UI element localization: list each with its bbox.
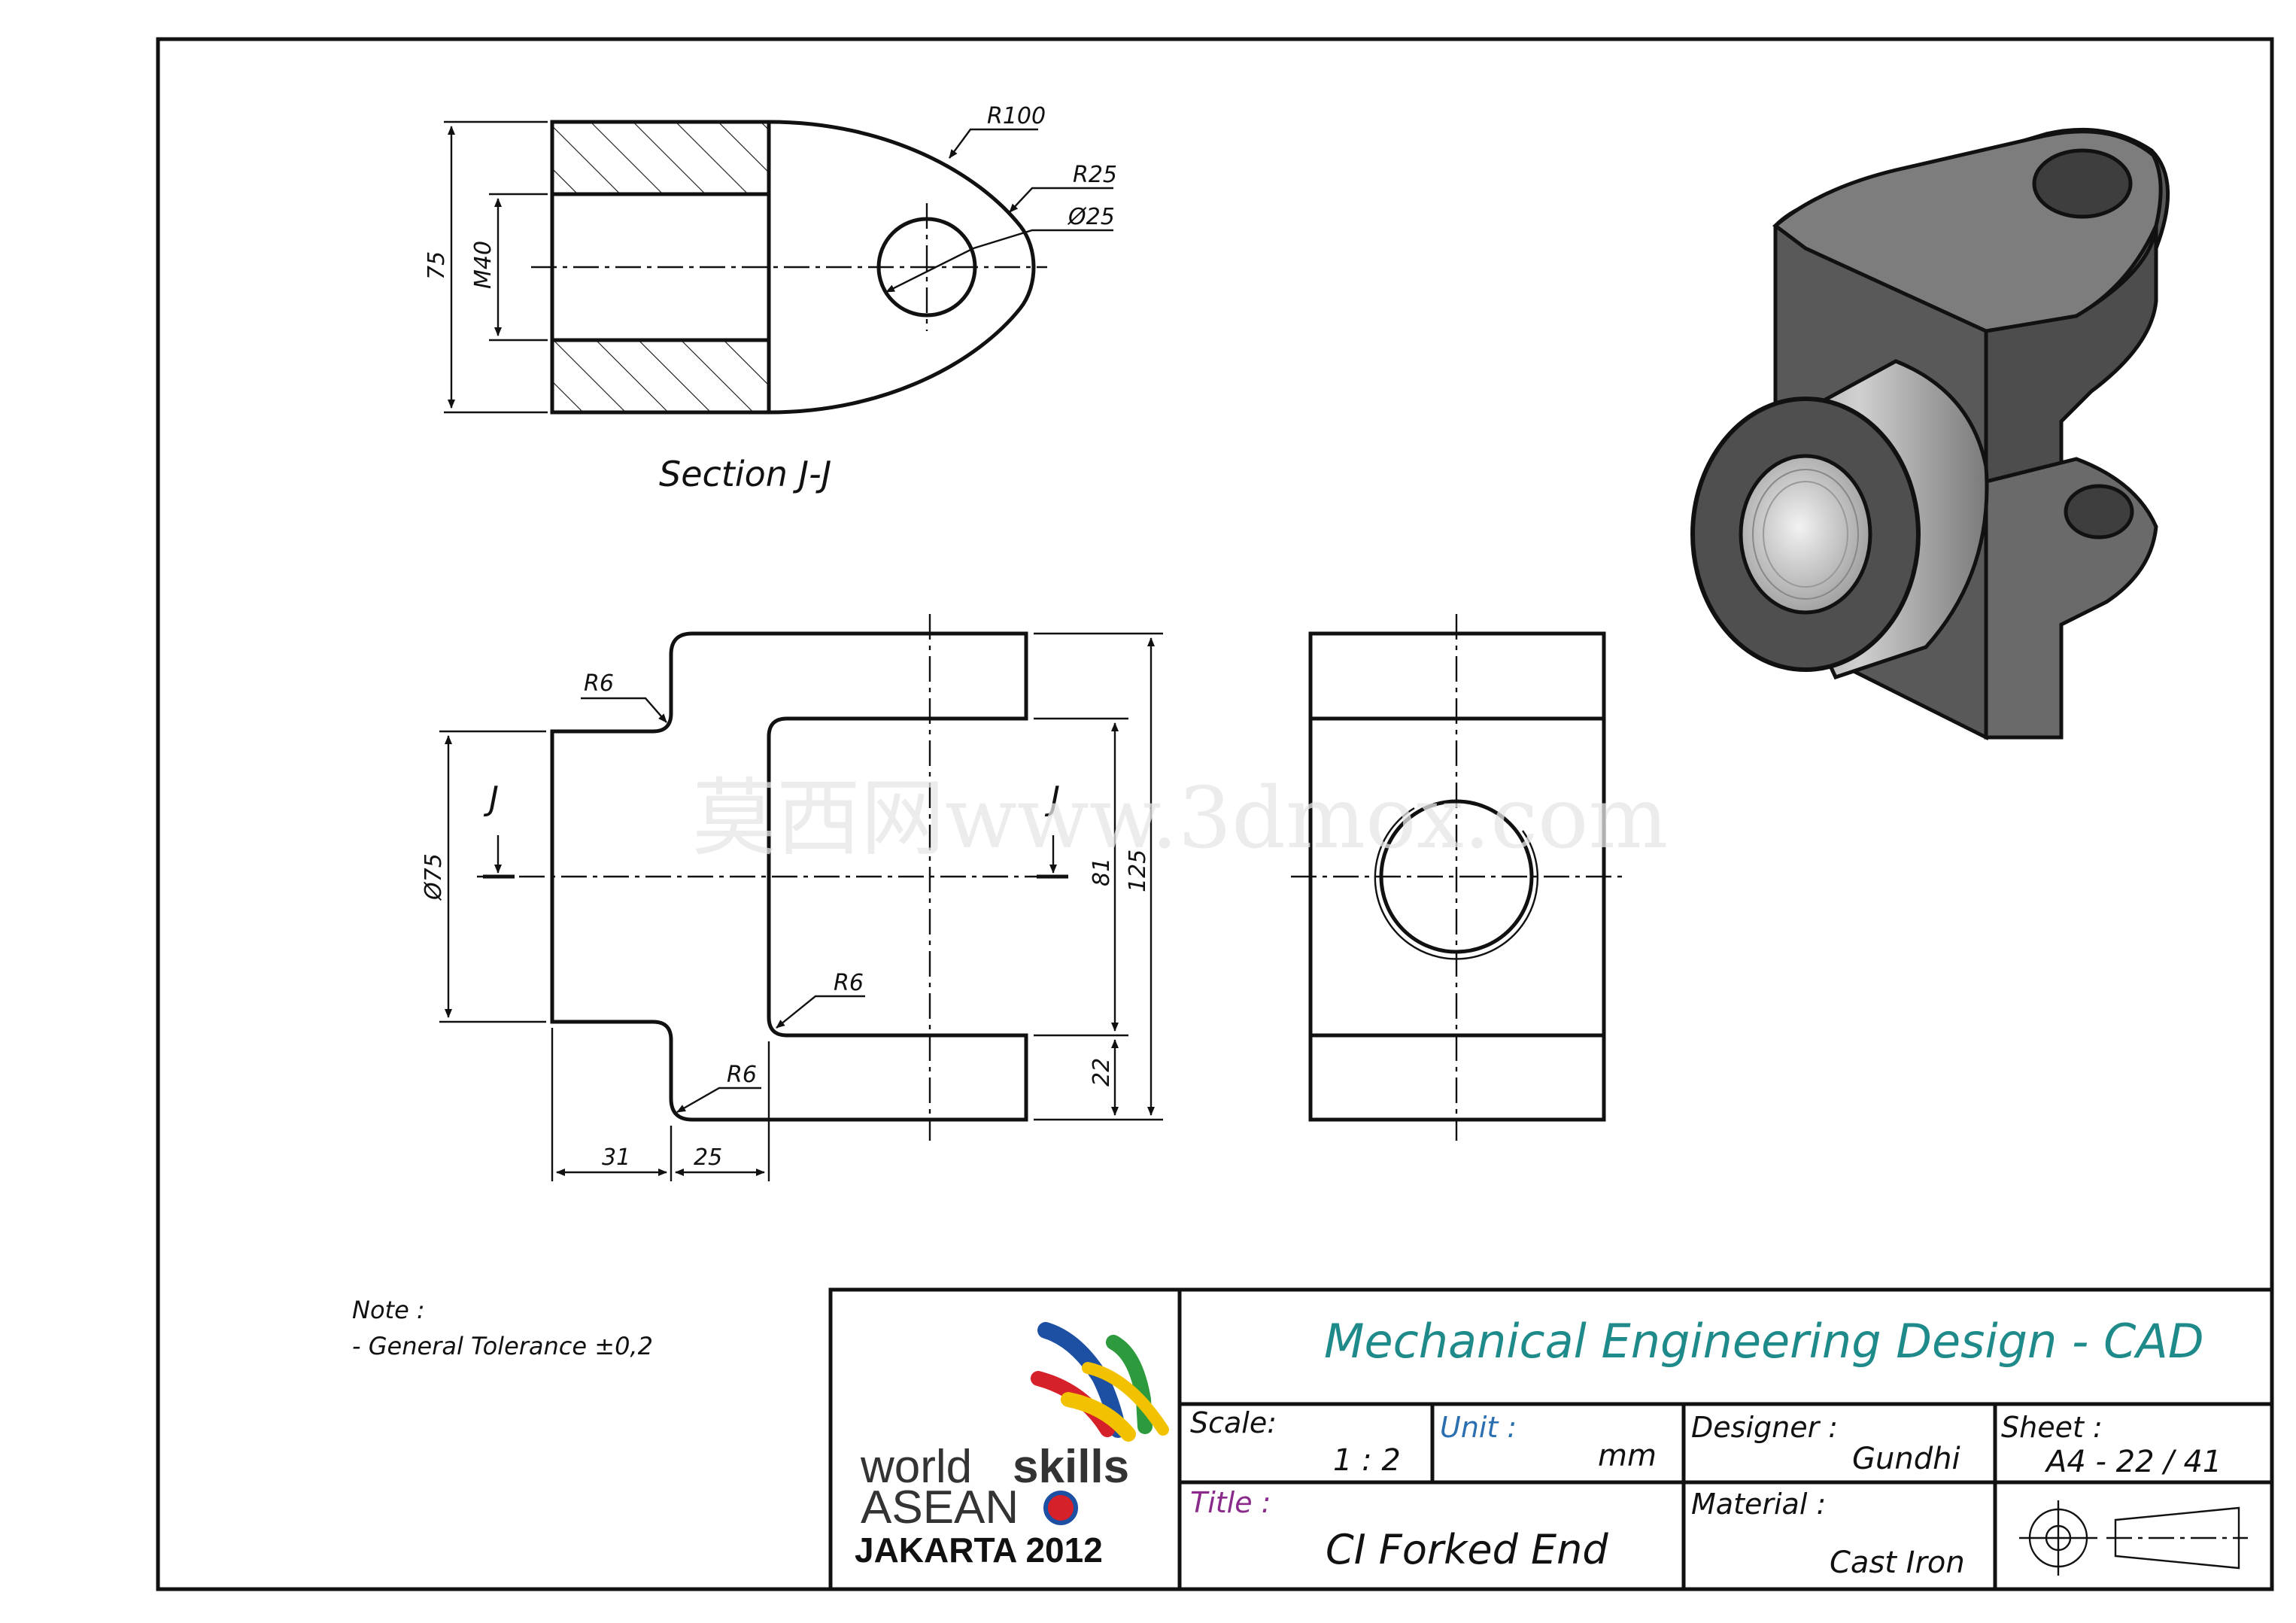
section-title: Section J-J: [659, 454, 831, 494]
title-value: CI Forked End: [1326, 1526, 1608, 1573]
front-view: [439, 614, 1163, 1181]
section-view: [444, 120, 1113, 415]
dim-125: 125: [1125, 849, 1151, 892]
logo-skills: skills: [1013, 1441, 1129, 1493]
scale-label: Scale:: [1190, 1406, 1277, 1439]
material-value: Cast Iron: [1830, 1545, 1965, 1580]
dim-22: 22: [1089, 1058, 1115, 1087]
side-view: [1291, 614, 1625, 1141]
watermark-text: 莫西网www.3dmox.com: [692, 770, 1669, 868]
isometric-view: [1690, 127, 2170, 741]
logo-world: world: [860, 1441, 972, 1493]
designer-label: Designer :: [1691, 1411, 1838, 1444]
dim-m40: M40: [470, 241, 497, 289]
title-label: Title :: [1190, 1486, 1271, 1519]
dim-25: 25: [694, 1144, 722, 1171]
dim-r100: R100: [987, 103, 1046, 129]
dim-r6-top: R6: [584, 670, 614, 697]
title-block: [828, 1287, 2274, 1591]
dim-d75-front: Ø75: [421, 853, 447, 901]
unit-label: Unit :: [1440, 1411, 1517, 1444]
dim-r25: R25: [1073, 162, 1117, 188]
scale-value: 1 : 2: [1333, 1443, 1401, 1478]
sheet-label: Sheet :: [2001, 1411, 2103, 1444]
dim-75: 75: [424, 251, 450, 280]
material-label: Material :: [1691, 1488, 1826, 1521]
unit-value: mm: [1598, 1439, 1657, 1473]
logo-asean: ASEAN: [861, 1482, 1019, 1533]
note-line: - General Tolerance ±0,2: [352, 1332, 653, 1360]
dim-r6-bot: R6: [727, 1062, 757, 1088]
logo-jakarta: JAKARTA 2012: [855, 1530, 1103, 1570]
worldskills-logo: world skills ASEAN JAKARTA 2012: [855, 1322, 1169, 1570]
title-block-heading: Mechanical Engineering Design - CAD: [1324, 1314, 2204, 1369]
note-title: Note :: [352, 1296, 425, 1324]
cut-label-left: J: [483, 780, 499, 818]
asean-emblem: [1043, 1491, 1078, 1525]
dim-d25: Ø25: [1067, 204, 1115, 230]
sheet-value: A4 - 22 / 41: [2044, 1445, 2222, 1479]
dim-81: 81: [1089, 858, 1115, 886]
dim-31: 31: [602, 1144, 630, 1171]
dim-r6-mid: R6: [834, 970, 864, 996]
designer-value: Gundhi: [1852, 1442, 1960, 1476]
